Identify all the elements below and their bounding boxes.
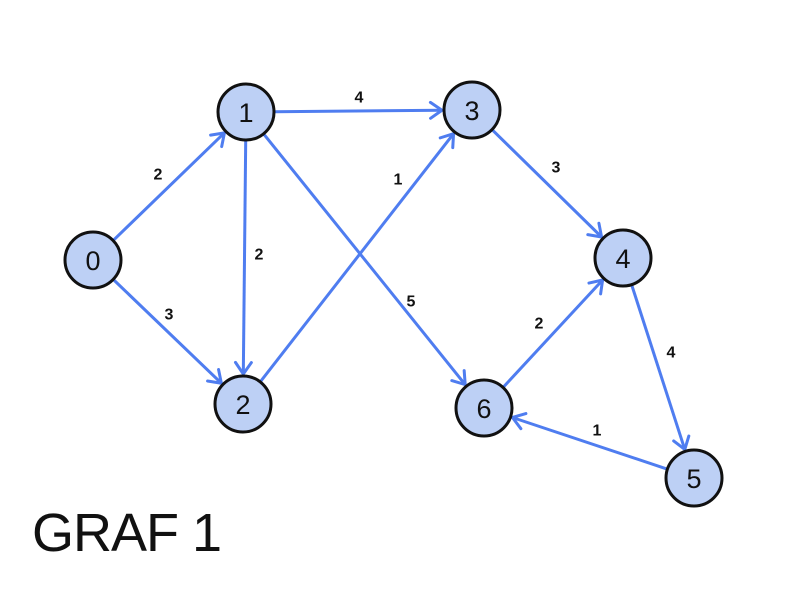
edge-weight-3-4: 3 [552, 160, 561, 177]
edge-1-3 [273, 100, 444, 120]
edge-6-4 [501, 278, 605, 389]
node-6: 6 [454, 378, 514, 438]
nodes-layer: 0 1 2 3 4 5 6 [63, 80, 724, 508]
node-4: 4 [593, 228, 653, 288]
edge-line [630, 284, 687, 450]
node-circle [664, 448, 724, 508]
node-label: 5 [686, 464, 701, 494]
node-circle [593, 228, 653, 288]
edge-weight-1-2: 2 [255, 247, 264, 264]
edge-weight-0-1: 2 [154, 167, 163, 184]
edge-line [511, 416, 668, 471]
edge-line [241, 139, 248, 375]
node-circle [442, 80, 502, 140]
arrowhead-icon [672, 434, 691, 451]
node-label: 0 [85, 246, 100, 276]
edge-line [112, 131, 226, 242]
edge-1-6 [262, 132, 467, 387]
node-label: 1 [238, 98, 253, 128]
edge-weight-1-6: 5 [407, 294, 416, 311]
edge-line [262, 132, 467, 386]
arrowhead-icon [209, 131, 226, 149]
graph-title: GRAF 1 [32, 503, 222, 563]
edge-5-6 [510, 412, 668, 471]
arrowhead-icon [438, 132, 456, 150]
node-label: 6 [476, 394, 491, 424]
arrowhead-icon [586, 221, 604, 239]
node-circle [213, 374, 273, 434]
edges-layer [112, 100, 691, 471]
edge-3-4 [490, 128, 604, 239]
edge-weight-0-2: 3 [165, 307, 174, 324]
edge-weight-4-5: 4 [667, 345, 676, 362]
arrowhead-icon [587, 278, 605, 296]
node-circle [454, 378, 514, 438]
edge-line [490, 128, 603, 239]
arrowhead-icon [206, 368, 223, 385]
node-label: 3 [464, 96, 479, 126]
arrowhead-icon [428, 100, 444, 120]
arrowhead-icon [450, 369, 467, 387]
edge-1-2 [233, 139, 253, 376]
node-label: 2 [235, 390, 250, 420]
node-circle [216, 82, 276, 142]
node-1: 1 [216, 82, 276, 142]
edge-0-2 [112, 278, 223, 385]
edge-line [501, 278, 604, 389]
edge-line [112, 278, 223, 385]
edge-weight-1-3: 4 [355, 90, 364, 107]
edge-weight-2-3: 1 [394, 172, 403, 189]
edge-4-5 [630, 284, 691, 451]
node-circle [63, 230, 123, 290]
edge-weight-5-6: 1 [593, 423, 602, 440]
edge-weight-6-4: 2 [535, 316, 544, 333]
arrowhead-icon [233, 360, 253, 376]
edge-2-3 [259, 132, 456, 383]
edge-line [259, 132, 455, 383]
node-0: 0 [63, 230, 123, 290]
node-2: 2 [213, 374, 273, 434]
node-label: 4 [615, 244, 630, 274]
node-5: 5 [664, 448, 724, 508]
edge-weights-layer: 2 3 2 4 5 1 3 2 4 1 [154, 90, 676, 440]
arrowhead-icon [510, 412, 528, 431]
edge-0-1 [112, 131, 226, 242]
edge-line [273, 108, 443, 114]
node-3: 3 [442, 80, 502, 140]
